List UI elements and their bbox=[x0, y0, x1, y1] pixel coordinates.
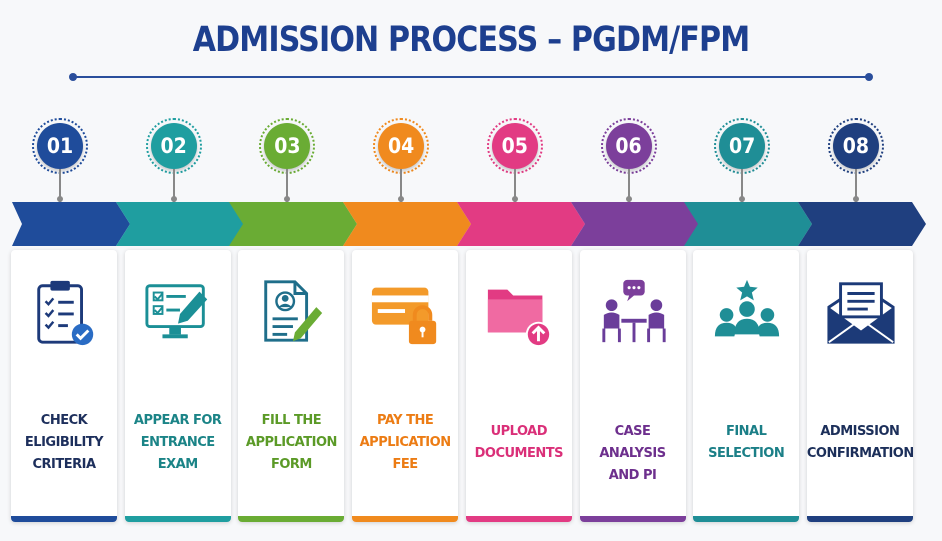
step-number-badge: 03 bbox=[264, 123, 311, 169]
card-accent-bar bbox=[579, 516, 686, 522]
envelope-letter-icon bbox=[827, 282, 895, 344]
step-05: 05 UPLOAD DOCUMENTS bbox=[456, 0, 585, 541]
title-divider bbox=[69, 73, 873, 81]
step-label: CHECK ELIGIBILITY CRITERIA bbox=[24, 413, 104, 472]
card-accent-bar bbox=[693, 516, 800, 522]
step-01: 01 CHECK ELIGIBILITY CRITERIA bbox=[2, 0, 130, 541]
connector-dot bbox=[170, 196, 177, 202]
connector-stem bbox=[400, 169, 403, 202]
interview-icon bbox=[601, 279, 666, 343]
step-label: CASE ANALYSIS AND PI bbox=[599, 424, 666, 483]
step-arrow bbox=[684, 202, 813, 246]
step-arrow bbox=[570, 202, 699, 246]
card-accent-bar bbox=[352, 516, 459, 522]
step-card: CHECK ELIGIBILITY CRITERIA bbox=[11, 250, 117, 522]
step-arrow bbox=[12, 202, 130, 246]
connector-stem bbox=[627, 169, 630, 202]
step-card: FINAL SELECTION bbox=[693, 250, 800, 522]
step-arrow bbox=[456, 202, 585, 246]
connector-dot bbox=[398, 196, 405, 202]
step-02: 02 APPEAR FOR ENTRANCE EXAM bbox=[115, 0, 244, 541]
team-star-icon bbox=[715, 279, 780, 337]
step-label: ADMISSION CONFIRMATION bbox=[806, 424, 913, 461]
card-accent-bar bbox=[465, 516, 572, 522]
step-08: 08 ADMISSION CONFIRMATION bbox=[797, 0, 926, 541]
step-label: UPLOAD DOCUMENTS bbox=[474, 424, 564, 461]
step-label: FINAL SELECTION bbox=[708, 424, 785, 461]
connector-dot bbox=[625, 196, 632, 202]
page-title: ADMISSION PROCESS – PGDM/FPM bbox=[192, 20, 750, 60]
step-card: CASE ANALYSIS AND PI bbox=[579, 250, 686, 522]
step-06: 06 CASE ANALYSIS AND PI bbox=[570, 0, 699, 541]
connector-dot bbox=[511, 196, 518, 202]
connector-dot bbox=[852, 196, 859, 202]
card-accent-bar bbox=[806, 516, 913, 522]
clipboard-checklist-icon bbox=[37, 280, 94, 346]
connector-stem bbox=[286, 169, 289, 202]
form-pencil-icon bbox=[264, 280, 323, 342]
connector-stem bbox=[59, 169, 61, 202]
step-card: PAY THE APPLICATION FEE bbox=[352, 250, 459, 522]
step-number-badge: 08 bbox=[832, 123, 879, 169]
step-number-badge: 06 bbox=[605, 123, 652, 169]
step-number-badge: 05 bbox=[491, 123, 538, 169]
step-03: 03 FILL THE APPLICATION FORM bbox=[229, 0, 358, 541]
step-card: ADMISSION CONFIRMATION bbox=[806, 250, 913, 522]
step-number-badge: 07 bbox=[719, 123, 766, 169]
step-label: APPEAR FOR ENTRANCE EXAM bbox=[133, 413, 222, 472]
step-number-badge: 02 bbox=[150, 123, 197, 169]
card-accent-bar bbox=[11, 516, 117, 522]
step-card: UPLOAD DOCUMENTS bbox=[465, 250, 572, 522]
step-04: 04 PAY THE APPLICATION FEE bbox=[343, 0, 472, 541]
step-arrow bbox=[343, 202, 472, 246]
connector-stem bbox=[854, 169, 857, 202]
step-card: APPEAR FOR ENTRANCE EXAM bbox=[124, 250, 231, 522]
step-card: FILL THE APPLICATION FORM bbox=[238, 250, 345, 522]
step-number-badge: 01 bbox=[37, 123, 83, 169]
connector-dot bbox=[739, 196, 746, 202]
step-arrow bbox=[115, 202, 244, 246]
connector-stem bbox=[741, 169, 744, 202]
connector-dot bbox=[57, 196, 63, 202]
step-arrow bbox=[229, 202, 358, 246]
card-accent-bar bbox=[238, 516, 345, 522]
step-arrow bbox=[797, 202, 926, 246]
connector-stem bbox=[172, 169, 175, 202]
folder-upload-icon bbox=[487, 289, 551, 348]
card-accent-bar bbox=[124, 516, 231, 522]
card-lock-icon bbox=[372, 287, 437, 345]
connector-stem bbox=[513, 169, 516, 202]
step-label: PAY THE APPLICATION FEE bbox=[359, 413, 451, 472]
step-label: FILL THE APPLICATION FORM bbox=[245, 413, 337, 472]
step-07: 07 FINAL SELECTION bbox=[684, 0, 813, 541]
monitor-exam-icon bbox=[145, 284, 207, 339]
connector-dot bbox=[284, 196, 291, 202]
step-number-badge: 04 bbox=[378, 123, 425, 169]
